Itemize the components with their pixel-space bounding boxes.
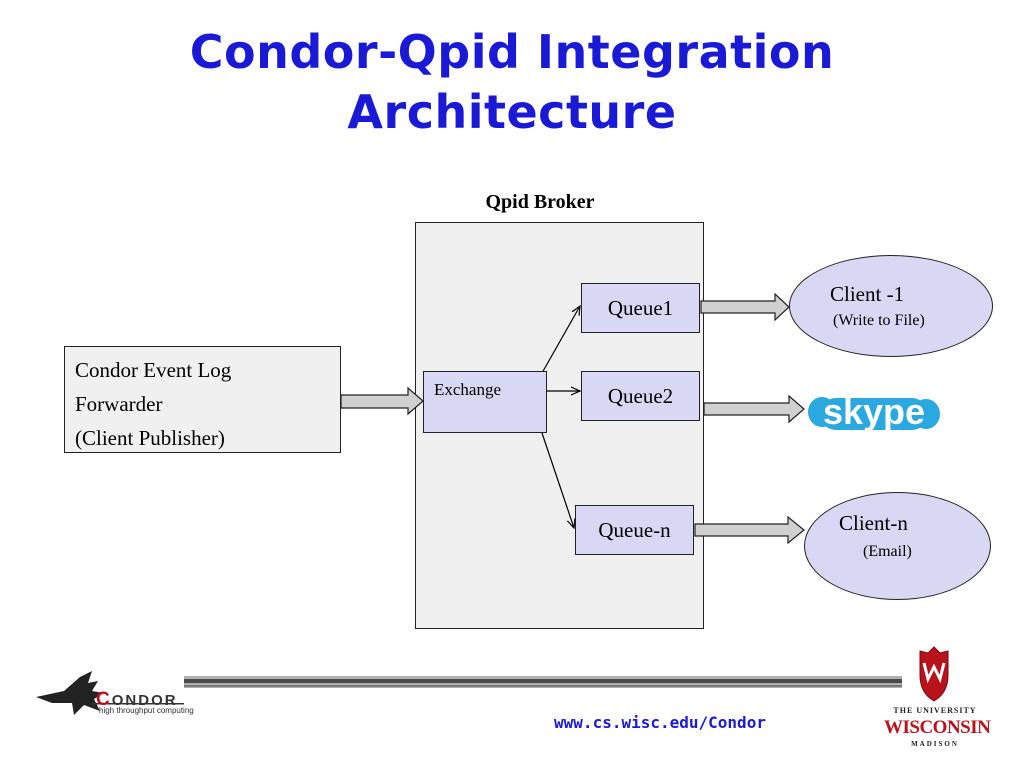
condor-logo-word: CONDOR [96,689,178,711]
client-1-name: Client -1 [830,282,905,306]
queue1-label: Queue1 [607,295,674,320]
slide-title-line-1: Condor-Qpid Integration [189,25,835,79]
slide-title-line-2: Architecture [347,85,677,139]
broker-label: Qpid Broker [485,191,595,213]
exchange-to-queue1-arrow [541,306,580,374]
publisher-to-exchange-arrow [340,386,424,416]
uw-logo-line-1: THE UNIVERSITY [893,706,977,715]
client-n-name: Client-n [839,511,908,535]
queue-n-label: Queue-n [598,517,671,542]
publisher-box: Condor Event Log Forwarder (Client Publi… [64,346,341,453]
exchange-label: Exchange [434,380,502,399]
queue-n-box: Queue-n [575,505,694,555]
skype-logo-text: skype [823,391,925,432]
condor-logo-tagline: high throughput computing [99,706,194,715]
exchange-box: Exchange [423,371,547,433]
queue2-to-skype-arrow [703,394,805,424]
uw-logo-line-2: WISCONSIN [884,717,991,738]
publisher-line-3: (Client Publisher) [75,426,225,450]
exchange-to-queue-n-arrow [541,432,574,528]
queue1-to-client1-arrow [700,292,790,322]
publisher-line-1: Condor Event Log [75,358,232,382]
skype-logo: skype [808,391,940,432]
queue2-label: Queue2 [607,383,674,408]
footer-url: www.cs.wisc.edu/Condor [554,713,766,732]
queue1-box: Queue1 [581,283,700,333]
slide-title: Condor-Qpid Integration Architecture [0,22,1024,142]
uw-crest-icon [919,646,949,702]
queue-n-to-client-n-arrow [694,515,805,545]
publisher-line-2: Forwarder [75,392,163,416]
client-1-ellipse: Client -1 (Write to File) [789,255,993,357]
client-n-ellipse: Client-n (Email) [804,492,991,600]
uw-logo-line-3: MADISON [911,740,959,748]
condor-bird-icon [36,671,184,715]
condor-logo-rest: ONDOR [111,692,178,709]
client-1-detail: (Write to File) [833,312,925,329]
condor-logo-first-letter: C [96,689,112,710]
client-n-detail: (Email) [863,543,912,560]
footer-divider [184,676,902,688]
queue2-box: Queue2 [581,371,700,421]
